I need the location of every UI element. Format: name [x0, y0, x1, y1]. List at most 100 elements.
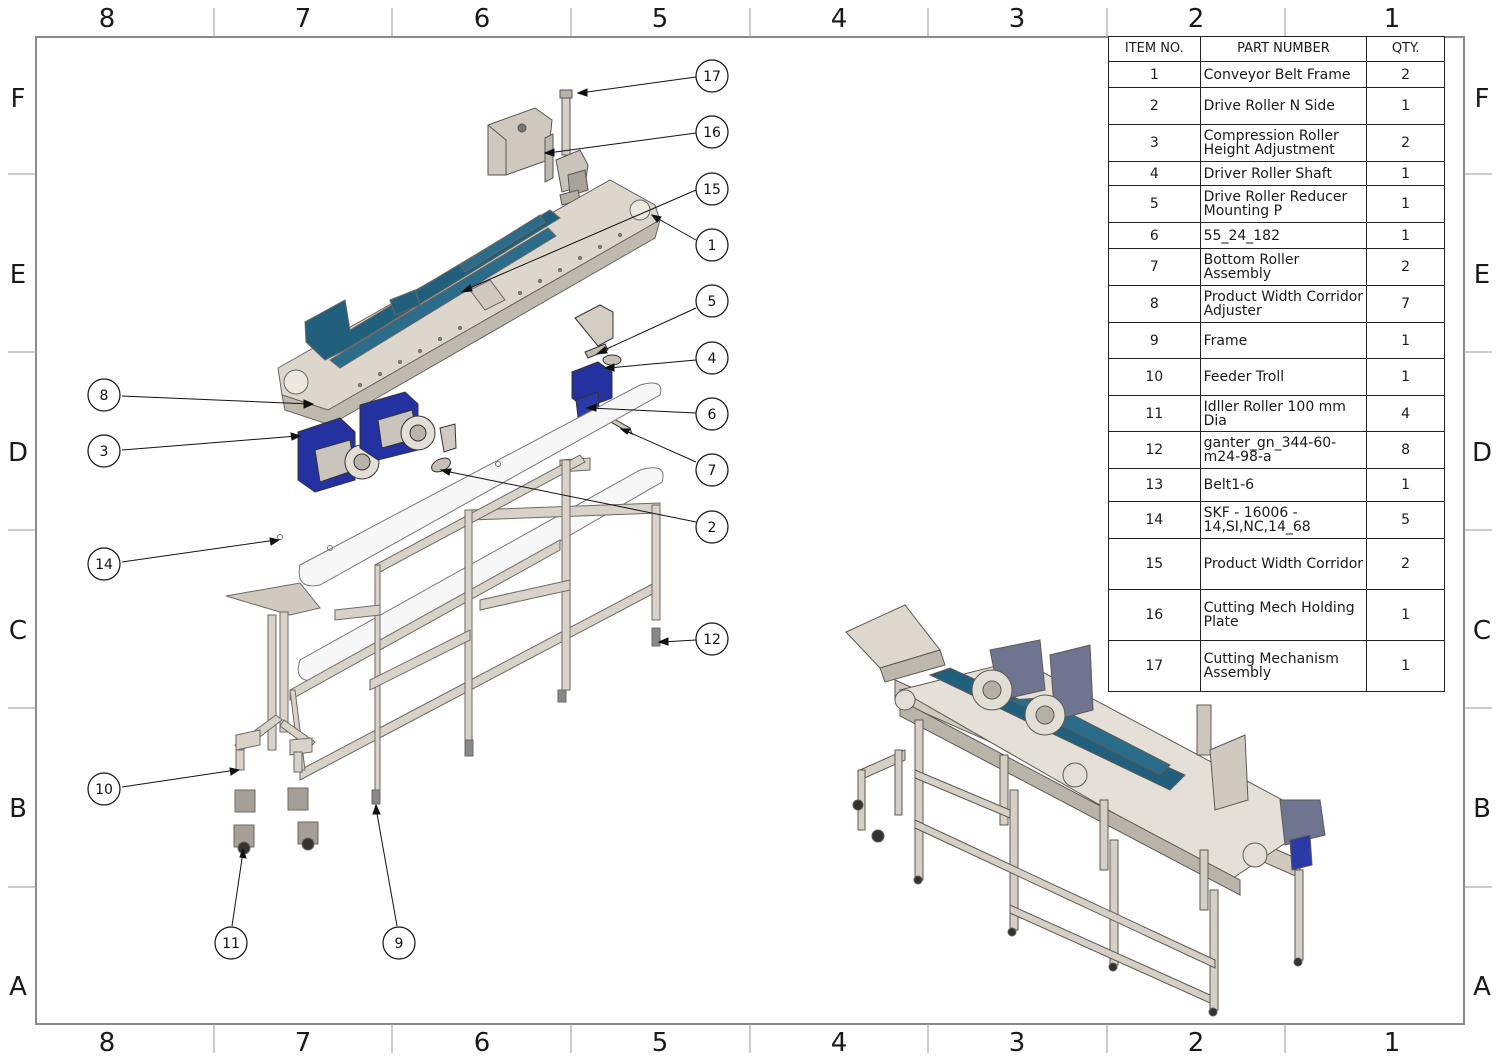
balloon-16: 16 — [703, 125, 721, 141]
zone-row-label: E — [1473, 260, 1491, 290]
exploded-view — [225, 89, 664, 855]
item-no-cell: 14 — [1108, 501, 1201, 539]
zone-row-label: D — [7, 438, 29, 468]
balloon-4: 4 — [708, 351, 717, 367]
part-number-cell: Driver Roller Shaft — [1199, 161, 1368, 186]
zone-col-label: 6 — [473, 4, 491, 34]
zone-col-label: 2 — [1187, 1028, 1205, 1058]
part-number-cell: Compression Roller Height Adjustment — [1199, 124, 1368, 162]
zone-col-label: 2 — [1187, 4, 1205, 34]
balloon-10: 10 — [95, 782, 113, 798]
part-number-cell: Drive Roller N Side — [1199, 87, 1368, 125]
item-no-cell: 10 — [1108, 358, 1201, 396]
part-number-cell: Bottom Roller Assembly — [1199, 248, 1368, 286]
qty-cell: 2 — [1366, 538, 1445, 590]
qty-cell: 7 — [1366, 285, 1445, 323]
item-no-cell: 15 — [1108, 538, 1201, 590]
item-no-cell: 1 — [1108, 61, 1201, 88]
qty-cell: 8 — [1366, 431, 1445, 469]
balloon-15: 15 — [703, 182, 721, 198]
bom-header-row: ITEM NO. PART NUMBER QTY. — [1108, 36, 1445, 62]
part-number-cell: Conveyor Belt Frame — [1199, 61, 1368, 88]
zone-col-label: 5 — [651, 1028, 669, 1058]
item-no-cell: 16 — [1108, 589, 1201, 641]
item-no-cell: 9 — [1108, 322, 1201, 359]
zone-row-label: F — [10, 84, 26, 114]
qty-cell: 1 — [1366, 322, 1445, 359]
zone-row-label: B — [1473, 794, 1491, 824]
qty-cell: 1 — [1366, 222, 1445, 249]
compression-rollers — [297, 391, 457, 493]
cutting-mechanism — [487, 89, 589, 206]
part-number-cell: ganter_gn_344-60-m24-98-a — [1199, 431, 1368, 469]
zone-col-label: 1 — [1383, 4, 1401, 34]
part-number-cell: Drive Roller Reducer Mounting P — [1199, 185, 1368, 223]
zone-ticks — [8, 8, 1492, 1053]
qty-cell: 2 — [1366, 124, 1445, 162]
item-no-cell: 2 — [1108, 87, 1201, 125]
zone-col-label: 7 — [294, 1028, 312, 1058]
balloon-1: 1 — [708, 238, 717, 254]
balloon-5: 5 — [708, 294, 717, 310]
balloon-2: 2 — [708, 520, 717, 536]
zone-row-label: D — [1471, 438, 1493, 468]
part-number-cell: Product Width Corridor Adjuster — [1199, 285, 1368, 323]
part-number-cell: 55_24_182 — [1199, 222, 1368, 249]
balloon-3: 3 — [100, 444, 109, 460]
balloon-group — [87, 59, 729, 960]
qty-cell: 1 — [1366, 161, 1445, 186]
assembled-view — [845, 604, 1326, 1017]
qty-cell: 2 — [1366, 61, 1445, 88]
qty-cell: 1 — [1366, 87, 1445, 125]
part-number-cell: Product Width Corridor — [1199, 538, 1368, 590]
zone-col-label: 1 — [1383, 1028, 1401, 1058]
zone-row-label: C — [1472, 616, 1492, 646]
item-no-cell: 8 — [1108, 285, 1201, 323]
balloon-labels: 17 16 15 1 5 4 6 7 2 8 3 14 12 10 11 9 — [95, 69, 721, 952]
qty-header: QTY. — [1366, 36, 1445, 62]
zone-row-label: F — [1474, 84, 1490, 114]
item-no-header: ITEM NO. — [1108, 36, 1201, 62]
feeder-trolley — [225, 582, 321, 855]
balloon-8: 8 — [100, 388, 109, 404]
zone-col-label: 6 — [473, 1028, 491, 1058]
item-no-cell: 7 — [1108, 248, 1201, 286]
qty-cell: 1 — [1366, 589, 1445, 641]
conveyor-belt-frame — [277, 179, 661, 426]
item-no-cell: 12 — [1108, 431, 1201, 469]
item-no-cell: 6 — [1108, 222, 1201, 249]
balloon-11: 11 — [222, 936, 240, 952]
zone-col-label: 7 — [294, 4, 312, 34]
leader-lines — [121, 76, 697, 927]
zone-col-label: 4 — [830, 4, 848, 34]
part-number-cell: Cutting Mech Holding Plate — [1199, 589, 1368, 641]
item-no-cell: 4 — [1108, 161, 1201, 186]
zone-row-label: B — [9, 794, 27, 824]
part-number-header: PART NUMBER — [1199, 36, 1368, 62]
zone-row-label: E — [9, 260, 27, 290]
item-no-cell: 11 — [1108, 395, 1201, 432]
item-no-cell: 17 — [1108, 640, 1201, 692]
qty-cell: 2 — [1366, 248, 1445, 286]
qty-cell: 1 — [1366, 468, 1445, 502]
part-number-cell: SKF - 16006 - 14,SI,NC,14_68 — [1199, 501, 1368, 539]
zone-col-label: 4 — [830, 1028, 848, 1058]
part-number-cell: Frame — [1199, 322, 1368, 359]
balloon-7: 7 — [708, 463, 717, 479]
qty-cell: 5 — [1366, 501, 1445, 539]
balloon-9: 9 — [395, 936, 404, 952]
